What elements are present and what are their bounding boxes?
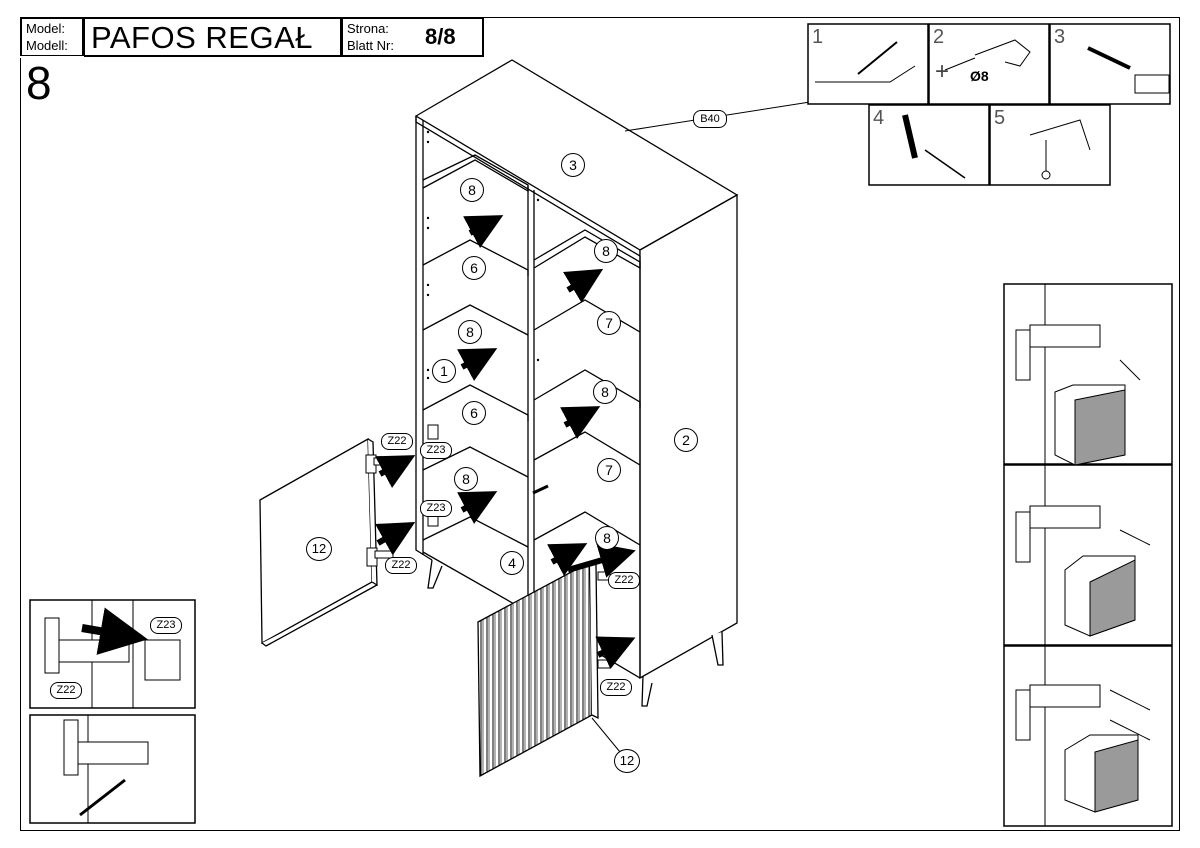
hardware-z22-d: Z22 [600,679,632,696]
tool-steps [807,23,1171,186]
step-number: 8 [26,57,52,109]
hardware-z22-e: Z22 [50,682,82,699]
callout-part-8d: 8 [593,380,617,404]
hardware-z22-c: Z22 [608,572,640,589]
modell-label: Modell: [26,38,68,53]
tool-step-2-number: 2 [933,26,945,48]
tool-step-4-number: 4 [873,107,885,129]
model-name: PAFOS REGAŁ [91,20,313,55]
blatt-label: Blatt Nr: [347,38,394,53]
callout-part-7a: 7 [597,311,621,335]
tool-step-3-number: 3 [1054,26,1066,48]
callout-b40: B40 [693,110,727,128]
callout-part-6b: 6 [462,401,486,425]
leg [641,675,653,707]
hardware-z23-c: Z23 [150,617,182,634]
leg [427,559,443,589]
callout-part-12b: 12 [614,749,640,773]
callout-part-8c: 8 [458,320,482,344]
tool-step-5-number: 5 [994,107,1006,129]
drill-size-label: Ø8 [970,68,989,84]
callout-part-7b: 7 [597,458,621,482]
page-box: Strona: Blatt Nr: 8/8 [341,17,484,57]
tool-step-1-number: 1 [812,26,824,48]
page-label: Strona: [347,21,389,36]
model-label: Model: [26,21,66,36]
callout-part-8a: 8 [460,178,484,202]
callout-part-1: 1 [432,359,456,383]
hardware-z23-b: Z23 [420,500,452,517]
leg [711,631,724,666]
left-shelves [422,154,529,548]
callout-part-8f: 8 [595,526,619,550]
page-border [20,17,1180,831]
callout-part-12a: 12 [306,537,332,561]
callout-part-2: 2 [674,428,698,452]
hardware-z22-b: Z22 [385,557,417,574]
insertion-arrows [375,215,636,670]
plus-icon: + [935,58,950,85]
slatted-door [477,560,599,778]
hinge-adjust-panels [1003,283,1173,827]
step-number-box [20,56,84,58]
callout-part-8e: 8 [454,467,478,491]
callout-part-8b: 8 [594,239,618,263]
callout-part-3: 3 [561,153,585,177]
hardware-z23-a: Z23 [420,442,452,459]
callout-part-6a: 6 [462,256,486,280]
page-number: 8/8 [425,24,456,49]
hardware-z22-a: Z22 [381,433,413,450]
callout-part-4: 4 [500,551,524,575]
